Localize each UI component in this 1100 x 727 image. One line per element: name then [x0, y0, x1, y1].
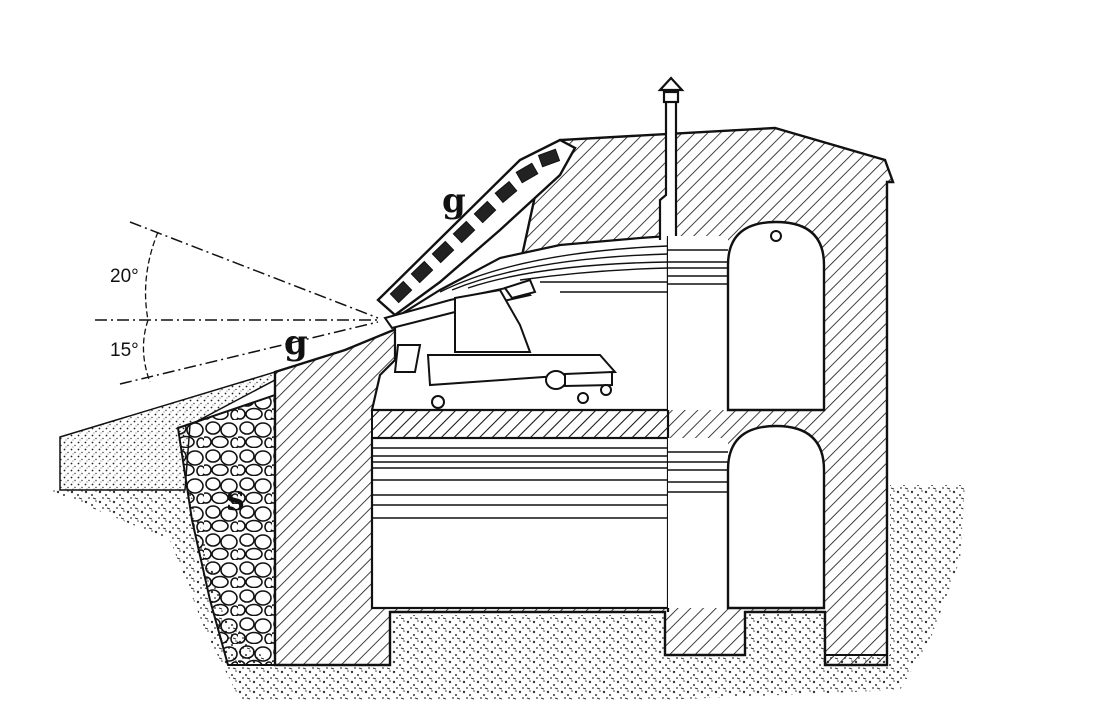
lower-arch-opening: [726, 424, 826, 610]
sight-lines: [95, 221, 379, 385]
angle-label-15: 15°: [110, 340, 139, 361]
footings: [389, 612, 887, 665]
label-s-stone: S: [226, 487, 245, 517]
angle-arcs: [142, 231, 159, 383]
chimney: [657, 76, 685, 240]
chamber-vault-lines: [439, 245, 669, 293]
lower-corridor: [668, 438, 728, 608]
cannon: [383, 278, 618, 409]
upper-arch-opening: [726, 220, 826, 412]
upper-corridor: [668, 236, 728, 410]
floor-slab: [371, 409, 669, 439]
label-g-armour: g: [442, 181, 466, 221]
angle-label-20: 20°: [110, 266, 139, 287]
lower-vault-lines: [372, 447, 668, 519]
label-g-glacis: g: [284, 323, 308, 363]
arch-lamp-hook: [770, 230, 782, 242]
lower-casemate: [370, 436, 670, 610]
armoured-front: [376, 138, 577, 317]
ground-soil: [48, 485, 965, 700]
